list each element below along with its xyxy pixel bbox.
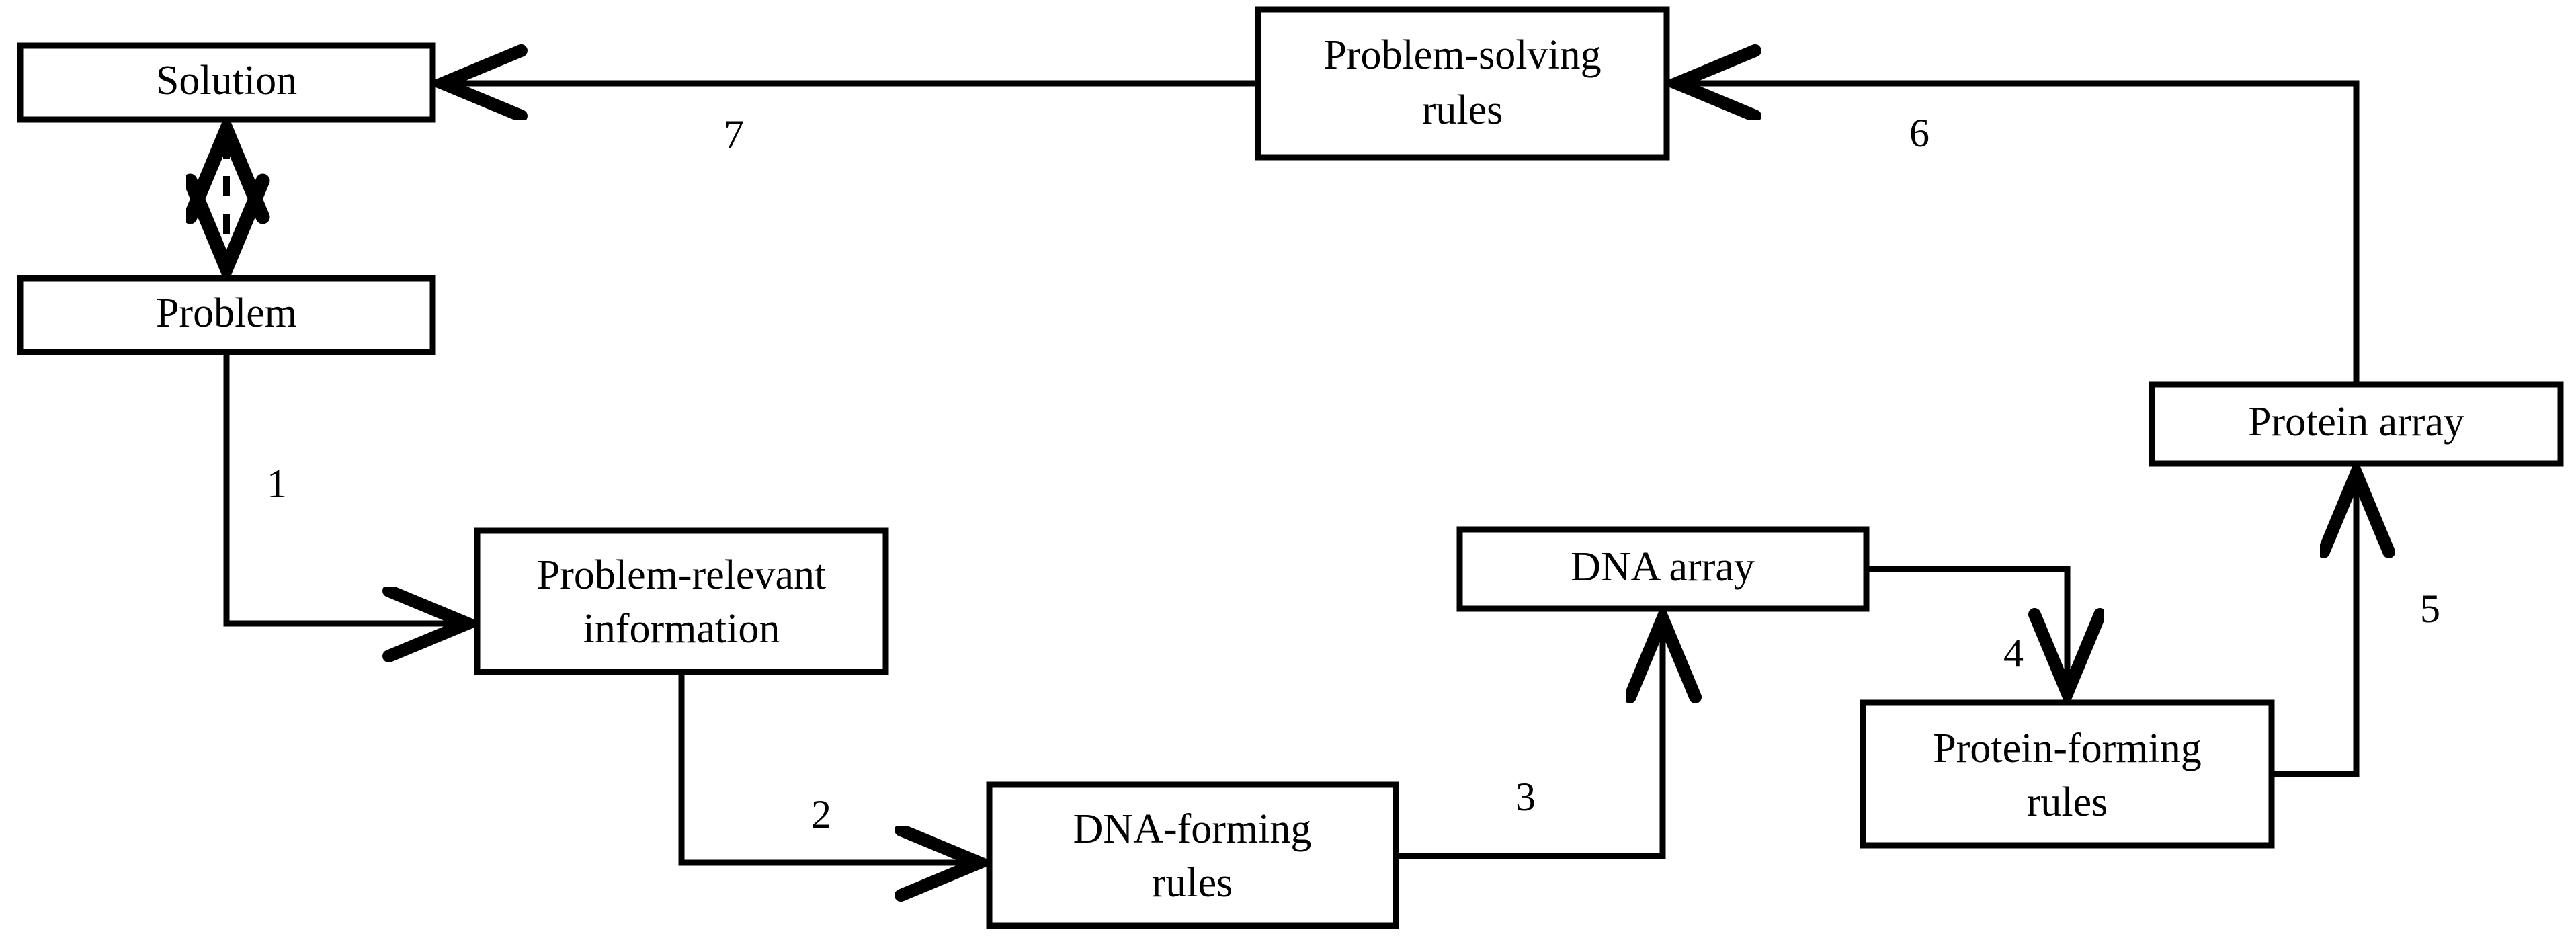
node-problem-solving-rules-label-line2: rules	[1422, 87, 1503, 133]
node-protein-array[interactable]: Protein array	[2149, 381, 2564, 467]
node-problem-label: Problem	[156, 290, 297, 336]
edge-label-5: 5	[2420, 587, 2440, 631]
node-protein-array-box	[2149, 381, 2564, 467]
node-problem-box	[17, 275, 436, 355]
node-problem-solving-rules-box	[1255, 6, 1670, 161]
node-dna-forming-rules-box	[986, 781, 1399, 929]
node-problem-relevant-information-label-line1: Problem-relevant	[537, 552, 826, 598]
edge-label-2: 2	[811, 792, 831, 836]
edge-label-6: 6	[1909, 111, 1929, 155]
node-problem[interactable]: Problem	[17, 275, 436, 355]
edge-5-protein-rules-to-protein-array	[2272, 470, 2356, 777]
node-dna-array[interactable]: DNA array	[1456, 526, 1870, 612]
edge-1-problem-to-information	[223, 352, 470, 624]
edge-2-information-to-dna-rules	[678, 672, 983, 863]
node-solution[interactable]: Solution	[17, 42, 436, 123]
edge-6-protein-array-to-solving-rules	[1673, 83, 2360, 384]
node-dna-forming-rules-label-line2: rules	[1152, 860, 1233, 906]
node-dna-forming-rules-label-line1: DNA-forming	[1073, 806, 1312, 852]
node-dna-array-box	[1456, 526, 1870, 612]
node-dna-array-label: DNA array	[1571, 544, 1755, 590]
edge-label-3: 3	[1515, 775, 1536, 819]
node-problem-solving-rules-label-line1: Problem-solving	[1323, 32, 1601, 78]
node-protein-forming-rules[interactable]: Protein-forming rules	[1860, 699, 2275, 849]
edge-3-dna-rules-to-dna-array	[1396, 615, 1663, 859]
node-protein-forming-rules-box	[1860, 699, 2275, 849]
node-protein-array-label: Protein array	[2248, 399, 2464, 445]
node-solution-box	[17, 42, 436, 123]
edge-label-1: 1	[267, 462, 287, 506]
node-problem-relevant-information-label-line2: information	[583, 606, 780, 652]
edge-4-dna-array-to-protein-rules	[1866, 566, 2067, 696]
node-protein-forming-rules-label-line1: Protein-forming	[1933, 726, 2202, 771]
node-problem-solving-rules[interactable]: Problem-solving rules	[1255, 6, 1670, 161]
node-dna-forming-rules[interactable]: DNA-forming rules	[986, 781, 1399, 929]
edge-label-7: 7	[724, 112, 744, 157]
edge-label-4: 4	[2003, 631, 2024, 675]
node-problem-relevant-information[interactable]: Problem-relevant information	[474, 527, 889, 675]
node-protein-forming-rules-label-line2: rules	[2027, 779, 2108, 825]
node-solution-label: Solution	[156, 58, 297, 103]
node-problem-relevant-information-box	[474, 527, 889, 675]
